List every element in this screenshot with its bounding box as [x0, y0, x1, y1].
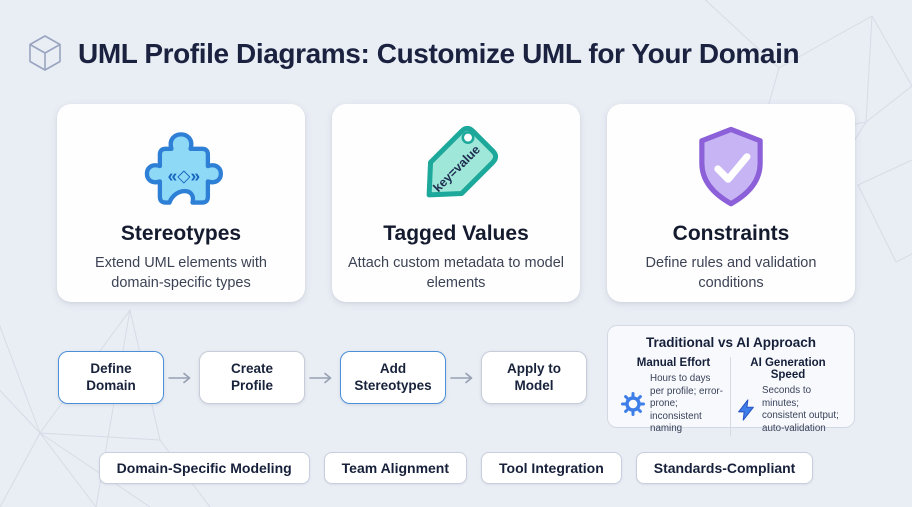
step-label: Define Domain: [86, 360, 136, 393]
card-title: Tagged Values: [383, 222, 529, 245]
step-label: Create Profile: [230, 360, 274, 393]
flow-step-add-stereotypes: Add Stereotypes: [340, 351, 446, 404]
badge-domain-specific-modeling: Domain-Specific Modeling: [98, 452, 310, 484]
gear-icon: [621, 392, 645, 417]
workflow-steps: Define Domain Create Profile Add Stereot…: [58, 351, 587, 404]
arrow-right-icon: [309, 372, 332, 383]
card-description: Extend UML elements with domain-specific…: [95, 255, 267, 291]
comparison-heading: Manual Effort: [636, 357, 711, 369]
comparison-ai-column: AI Generation Speed Seconds to minutes; …: [731, 357, 845, 436]
card-icon-area: [684, 116, 778, 220]
header: UML Profile Diagrams: Customize UML for …: [25, 32, 800, 76]
shield-check-icon: [699, 126, 763, 207]
lightning-icon: [738, 399, 754, 421]
feature-cards-row: «◇» Stereotypes Extend UML elements with…: [57, 104, 855, 302]
card-title: Stereotypes: [120, 222, 242, 245]
flow-step-define-domain: Define Domain: [58, 351, 164, 404]
badge-standards-compliant: Standards-Compliant: [635, 452, 814, 484]
comparison-title: Traditional vs AI Approach: [645, 335, 817, 350]
tag-icon: key=value: [426, 125, 499, 198]
comparison-manual-column: Manual Effort Hours: [617, 357, 731, 436]
comparison-text: Hours to days per profile; error-prone; …: [650, 373, 723, 435]
card-description: Define rules and validation conditions: [645, 255, 817, 291]
arrow-right-icon: [450, 372, 473, 383]
page-title: UML Profile Diagrams: Customize UML for …: [78, 38, 800, 69]
card-icon-area: «◇»: [133, 116, 229, 220]
badge-tool-integration: Tool Integration: [481, 452, 622, 484]
cube-wireframe-icon: [29, 35, 61, 71]
card-stereotypes: «◇» Stereotypes Extend UML elements with…: [57, 104, 305, 302]
flow-step-create-profile: Create Profile: [199, 351, 305, 404]
comparison-panel: Traditional vs AI Approach Manual Effort: [607, 325, 855, 436]
badge-team-alignment: Team Alignment: [323, 452, 468, 484]
card-constraints: Constraints Define rules and validation …: [607, 104, 855, 302]
guillemet-diamond-glyph: «◇»: [168, 165, 200, 185]
card-description: Attach custom metadata to model elements: [348, 255, 564, 291]
puzzle-piece-icon: «◇»: [144, 132, 223, 205]
comparison-heading: AI Generation Speed: [750, 357, 826, 381]
benefit-badges-row: Domain-Specific Modeling Team Alignment …: [0, 452, 912, 484]
flow-step-apply-to-model: Apply to Model: [481, 351, 587, 404]
step-label: Apply to Model: [507, 360, 561, 393]
checkmark: [714, 153, 751, 183]
card-tagged-values: key=value Tagged Values Attach custom me…: [332, 104, 580, 302]
comparison-text: Seconds to minutes; consistent output; a…: [762, 385, 839, 434]
arrow-right-icon: [168, 372, 191, 383]
comparison-columns: Manual Effort Hours: [617, 357, 845, 436]
step-label: Add Stereotypes: [354, 360, 432, 393]
shield-shape: [701, 129, 761, 204]
card-icon-area: key=value: [404, 116, 508, 220]
card-title: Constraints: [672, 222, 790, 245]
